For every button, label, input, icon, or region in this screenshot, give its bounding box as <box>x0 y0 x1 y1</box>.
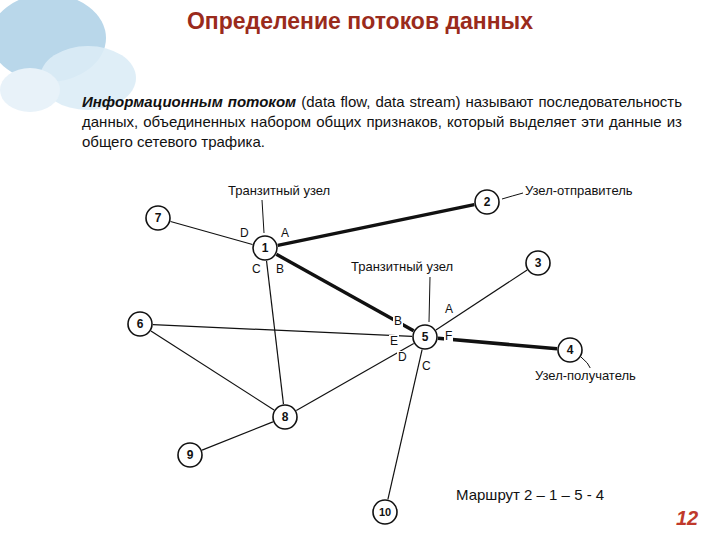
network-node: 10 <box>372 499 398 525</box>
port-letter: B <box>275 263 285 276</box>
port-letter: B <box>393 315 403 328</box>
port-letter: D <box>239 227 250 240</box>
network-node: 4 <box>557 337 583 363</box>
network-link <box>153 325 412 337</box>
node-number: 10 <box>372 499 398 525</box>
network-node: 2 <box>474 189 500 215</box>
node-outline <box>373 500 397 524</box>
node-outline <box>178 443 202 467</box>
node-number: 7 <box>145 205 171 231</box>
node-number: 4 <box>557 337 583 363</box>
network-node: 5 <box>412 324 438 350</box>
leader-line <box>429 277 430 322</box>
page-number: 12 <box>676 507 698 530</box>
network-node: 9 <box>177 442 203 468</box>
node-number: 2 <box>474 189 500 215</box>
port-letter: A <box>280 227 290 240</box>
node-outline <box>413 325 437 349</box>
node-outline <box>253 236 277 260</box>
node-number: 5 <box>412 324 438 350</box>
port-letter: C <box>251 263 262 276</box>
network-link <box>171 222 253 245</box>
leader-line <box>502 193 523 199</box>
space <box>296 93 301 110</box>
node-number: 9 <box>177 442 203 468</box>
network-node: 7 <box>145 205 171 231</box>
callout-text: Транзитный узел <box>349 259 455 274</box>
node-outline <box>475 190 499 214</box>
network-link <box>296 343 413 410</box>
node-outline <box>558 338 582 362</box>
node-number: 6 <box>127 311 153 337</box>
node-number: 1 <box>252 235 278 261</box>
port-letter: C <box>421 360 432 373</box>
node-number: 3 <box>525 250 551 276</box>
bubble <box>0 68 60 112</box>
route-link <box>278 205 475 246</box>
network-node: 3 <box>525 250 551 276</box>
network-link <box>151 331 274 410</box>
network-link <box>388 350 422 500</box>
node-number: 8 <box>272 404 298 430</box>
definition-paragraph: Информационным потоком (data flow, data … <box>82 92 682 152</box>
node-outline <box>128 312 152 336</box>
network-node: 6 <box>127 311 153 337</box>
node-outline <box>146 206 170 230</box>
callout-text: Узел-получатель <box>533 368 638 383</box>
network-link <box>202 422 273 450</box>
port-letter: E <box>389 335 399 348</box>
port-letter: D <box>397 351 408 364</box>
node-outline <box>526 251 550 275</box>
leader-line <box>262 200 264 233</box>
port-letter: F <box>444 330 453 343</box>
slide-title: Определение потоков данных <box>0 8 720 35</box>
callout-text: Транзитный узел <box>226 183 332 198</box>
network-link <box>436 270 527 330</box>
port-letter: A <box>444 303 454 316</box>
route-note: Маршрут 2 – 1 – 5 - 4 <box>456 486 604 503</box>
node-outline <box>273 405 297 429</box>
network-node: 8 <box>272 404 298 430</box>
network-node: 1 <box>252 235 278 261</box>
route-link <box>438 338 557 349</box>
callout-text: Узел-отправитель <box>523 183 635 198</box>
term: Информационным потоком <box>82 93 296 110</box>
network-link <box>267 261 284 404</box>
